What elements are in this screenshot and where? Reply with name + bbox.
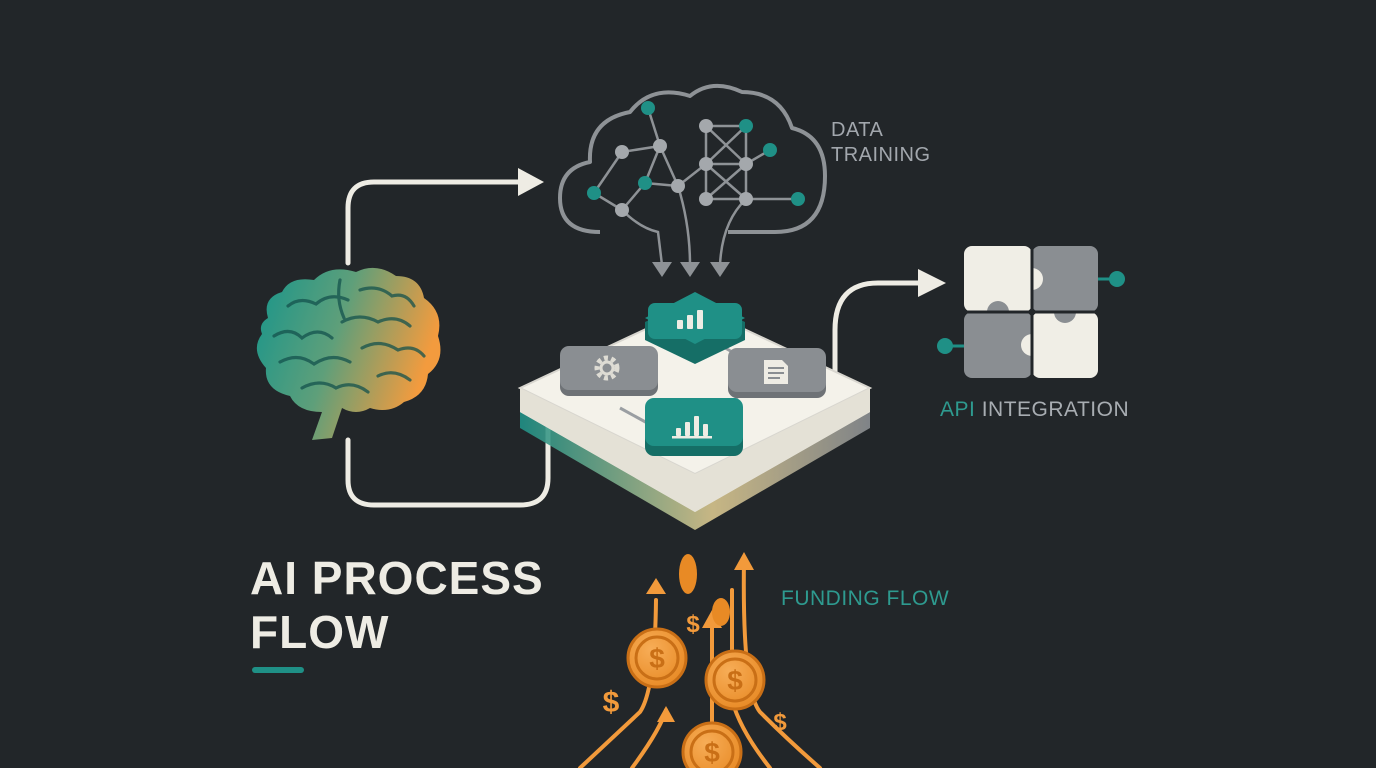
puzzle-icon [937,246,1125,378]
flow-arrows [345,168,946,508]
label-api-integration: API INTEGRATION [940,398,1129,422]
floating-dollar: $ [603,686,620,719]
coin-icon [626,554,766,768]
floating-dollar: $ [773,709,787,736]
coin-dollar: $ [704,737,720,768]
title-underline [252,667,304,673]
bar-chart-icon [672,416,712,439]
arrow-brain-to-training-head [518,168,544,196]
coin-dollar: $ [649,643,665,674]
floating-dollar: $ [686,611,700,638]
platform-tile-chart-top [645,292,745,364]
arrow-brain-to-training [345,179,523,266]
training-down-arrows [652,262,730,277]
brain-icon [256,267,441,440]
platform-tile-document [728,348,826,398]
label-api-rest: INTEGRATION [975,398,1130,421]
arrow-platform-to-api [832,280,923,403]
page-title: AI PROCESS FLOW [250,551,544,659]
processing-platform-icon [517,292,873,530]
platform-tile-gear [560,346,658,396]
neural-network-cloud-icon [558,84,827,277]
title-line1: AI PROCESS [250,552,544,604]
title-line2: FLOW [250,606,390,658]
document-icon [764,360,788,384]
dollar-signs: $ $ $ $ $ $ [603,611,788,768]
funding-flow-graphic: $ $ $ $ $ $ [578,552,822,768]
label-data-training-line1: DATA [831,119,884,141]
label-funding-flow: FUNDING FLOW [781,587,950,610]
coin-dollar: $ [727,665,743,696]
arrow-platform-to-api-head [918,269,946,297]
label-data-training-line2: TRAINING [831,144,931,166]
label-api-accent: API [940,398,976,421]
platform-tile-chart-bottom [645,398,743,456]
label-data-training: DATA TRAINING [831,118,931,168]
gear-icon [594,355,620,381]
network-nodes [587,101,805,217]
